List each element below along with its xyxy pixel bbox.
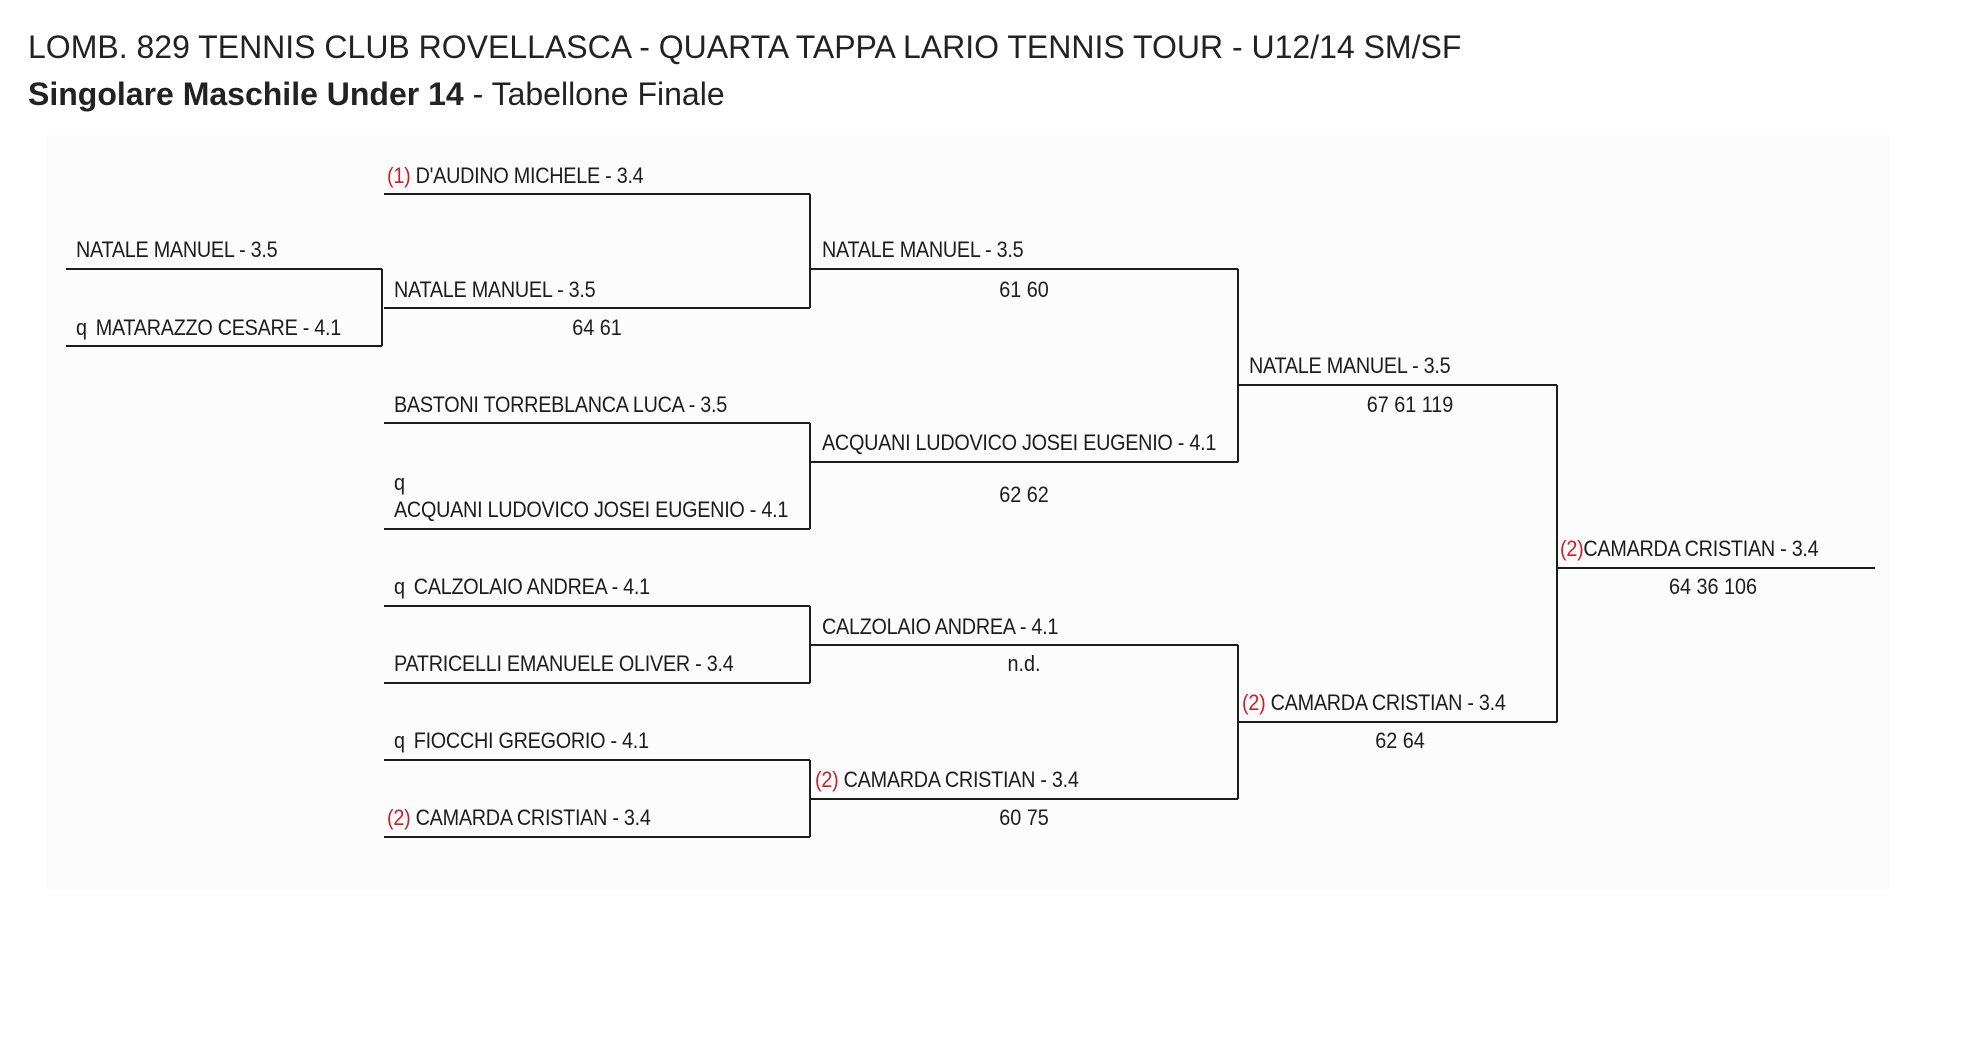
match-score: 61 60 xyxy=(999,277,1049,302)
draw-subtitle: Singolare Maschile Under 14 - Tabellone … xyxy=(28,70,1461,118)
player-entry: (2) CAMARDA CRISTIAN - 3.4 xyxy=(815,767,1079,792)
player-entry: CALZOLAIO ANDREA - 4.1 xyxy=(822,614,1059,639)
qualifier-marker: q xyxy=(394,470,405,495)
player-entry: ACQUANI LUDOVICO JOSEI EUGENIO - 4.1 xyxy=(822,430,1217,455)
player-entry: ACQUANI LUDOVICO JOSEI EUGENIO - 4.1 xyxy=(394,497,789,522)
page-header: LOMB. 829 TENNIS CLUB ROVELLASCA - QUART… xyxy=(28,24,1461,118)
seed-marker: (1) xyxy=(387,163,411,188)
bracket-panel xyxy=(46,135,1890,890)
seed-marker: (2) xyxy=(1560,536,1584,561)
match-score: 64 36 106 xyxy=(1668,574,1758,599)
player-entry: NATALE MANUEL - 3.5 xyxy=(822,237,1024,262)
tournament-title: LOMB. 829 TENNIS CLUB ROVELLASCA - QUART… xyxy=(28,29,1462,65)
match-score: 67 61 119 xyxy=(1366,392,1454,417)
seed-marker: (2) xyxy=(815,767,839,792)
player-entry: NATALE MANUEL - 3.5 xyxy=(1249,353,1451,378)
player-entry: NATALE MANUEL - 3.5 xyxy=(76,237,278,262)
player-entry: (2) CAMARDA CRISTIAN - 3.4 xyxy=(387,805,651,830)
event-name: Singolare Maschile Under 14 xyxy=(28,76,464,112)
seed-marker: (2) xyxy=(387,805,411,830)
player-entry: (2) CAMARDA CRISTIAN - 3.4 xyxy=(1242,690,1506,715)
qualifier-marker: q xyxy=(394,728,405,753)
qualifier-marker: q xyxy=(76,315,87,340)
match-score: 60 75 xyxy=(999,805,1049,830)
match-score: 62 62 xyxy=(999,482,1049,507)
player-entry: PATRICELLI EMANUELE OLIVER - 3.4 xyxy=(394,651,734,676)
draw-type: - Tabellone Finale xyxy=(463,76,725,112)
qualifier-marker: q xyxy=(394,574,405,599)
match-score: 62 64 xyxy=(1375,728,1425,753)
seed-marker: (2) xyxy=(1242,690,1266,715)
champion-entry: (2)CAMARDA CRISTIAN - 3.4 xyxy=(1560,536,1819,561)
player-entry: NATALE MANUEL - 3.5 xyxy=(394,277,596,302)
match-score: n.d. xyxy=(1007,651,1041,676)
player-entry: BASTONI TORREBLANCA LUCA - 3.5 xyxy=(394,392,728,417)
match-score: 64 61 xyxy=(572,315,622,340)
player-entry: (1) D'AUDINO MICHELE - 3.4 xyxy=(387,163,644,188)
